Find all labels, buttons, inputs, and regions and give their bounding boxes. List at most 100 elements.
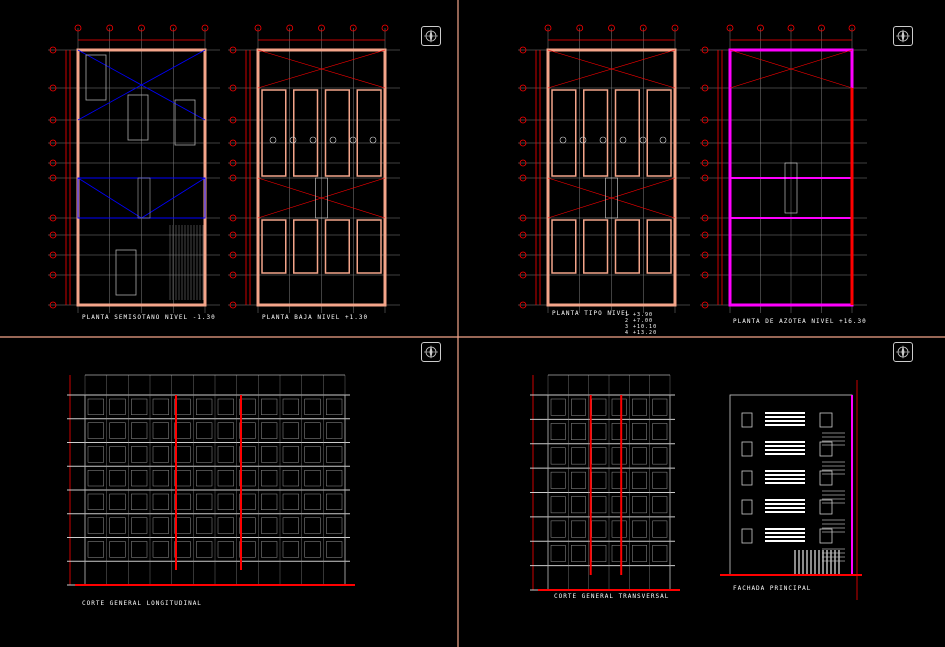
north-arrow-icon[interactable] [421, 26, 441, 46]
room-section [304, 422, 321, 439]
car [115, 249, 137, 296]
room-section [550, 471, 566, 489]
furniture [269, 136, 277, 144]
grid-bubble [519, 231, 527, 239]
apartment-room [356, 219, 382, 274]
room-section [282, 541, 299, 558]
grid-bubble [701, 231, 709, 239]
window [819, 441, 833, 457]
grid-bubble [49, 251, 57, 259]
grid-bubble [229, 271, 237, 279]
room-section [652, 545, 668, 562]
grid-bubble [229, 214, 237, 222]
grid-bubble [49, 46, 57, 54]
grid-bubble [701, 116, 709, 124]
room-section [131, 470, 148, 487]
cad-line [141, 177, 206, 219]
north-arrow-icon[interactable] [893, 342, 913, 362]
room-section [632, 398, 647, 416]
level-4: 4 +13.20 [625, 330, 658, 336]
grid-bubble [49, 116, 57, 124]
level-1: 1 +3.90 [625, 312, 654, 318]
window [741, 528, 753, 544]
title-fachada-principal: FACHADA PRINCIPAL [733, 585, 812, 592]
grid-bubble [49, 159, 57, 167]
grid-bubble [701, 174, 709, 182]
grid-bubble [49, 139, 57, 147]
grid-bubble [519, 301, 527, 309]
room-section [571, 545, 586, 562]
room-section [326, 470, 343, 487]
apartment-room [614, 89, 640, 177]
grid-bubble [49, 301, 57, 309]
north-arrow-icon[interactable] [421, 342, 441, 362]
grid-bubble [726, 24, 734, 32]
room-section [571, 496, 586, 514]
room-section [217, 398, 234, 415]
room-section [131, 493, 148, 510]
room-section [611, 520, 627, 538]
grid-bubble [229, 174, 237, 182]
grid-bubble [639, 24, 647, 32]
room-section [261, 398, 278, 415]
room-section [152, 398, 169, 415]
room-section [282, 493, 299, 510]
room-section [152, 422, 169, 439]
grid-bubble [138, 24, 145, 32]
grid-bubble [229, 231, 237, 239]
room-section [174, 422, 191, 439]
grid-bubble [848, 24, 856, 32]
room-section [131, 517, 148, 534]
room-section [571, 447, 586, 465]
grid-bubble [519, 139, 527, 147]
car [174, 99, 196, 146]
room-section [174, 493, 191, 510]
room-section [652, 447, 668, 465]
room-section [174, 517, 191, 534]
room-section [652, 496, 668, 514]
furniture [639, 136, 647, 144]
exterior-wall [256, 48, 387, 307]
room-section [217, 422, 234, 439]
title-planta-azotea: PLANTA DE AZOTEA NIVEL +16.30 [733, 318, 867, 325]
apartment-room [324, 89, 350, 177]
room-section [261, 493, 278, 510]
room-section [239, 541, 256, 558]
room-section [304, 398, 321, 415]
room-section [174, 398, 191, 415]
room-section [591, 398, 607, 416]
grid-bubble [286, 24, 294, 32]
room-section [196, 493, 213, 510]
room-section [152, 517, 169, 534]
furniture [619, 136, 627, 144]
cad-line [77, 177, 142, 219]
apartment-room [646, 219, 672, 274]
cad-line [257, 177, 386, 219]
room-section [282, 470, 299, 487]
room-section [239, 493, 256, 510]
room-section [174, 446, 191, 463]
room-section [87, 398, 104, 415]
grid-bubble [519, 174, 527, 182]
apartment-room [646, 89, 672, 177]
grid-bubble [519, 251, 527, 259]
grid-bubble [701, 214, 709, 222]
stair [315, 177, 328, 219]
room-section [239, 398, 256, 415]
room-section [109, 398, 126, 415]
grid-bubble [229, 116, 237, 124]
room-section [239, 446, 256, 463]
grid-bubble [818, 24, 825, 32]
north-arrow-icon[interactable] [893, 26, 913, 46]
grid-bubble [544, 24, 552, 32]
room-section [304, 470, 321, 487]
room-section [131, 446, 148, 463]
grid-bubble [576, 24, 584, 32]
room-section [326, 446, 343, 463]
ramp-line [77, 49, 206, 121]
level-2: 2 +7.00 [625, 318, 654, 324]
room-section [196, 398, 213, 415]
room-section [282, 446, 299, 463]
room-section [109, 470, 126, 487]
